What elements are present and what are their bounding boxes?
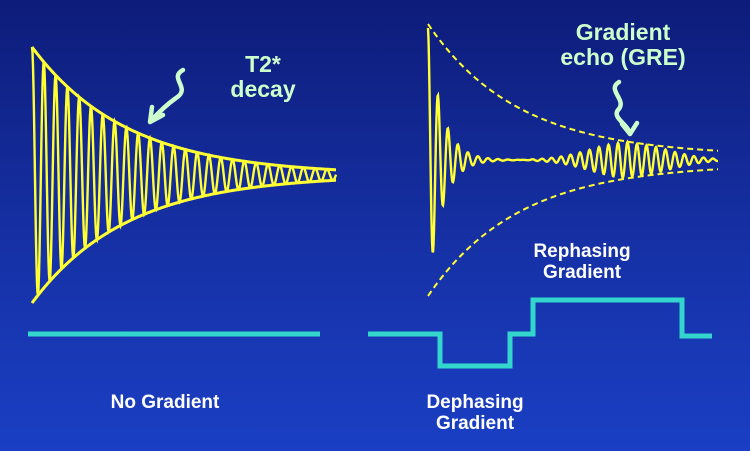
rephasing-label-line1: Rephasing	[533, 241, 631, 262]
t2-decay-label-line1: T2*	[245, 51, 281, 77]
dephasing-label-line2: Gradient	[435, 412, 515, 434]
gradient-echo-label-line1: Gradient	[575, 19, 671, 45]
gradient-echo-signal-wave	[426, 27, 718, 253]
dephasing-label-line1: Dephasing	[426, 392, 524, 413]
no-gradient-panel	[28, 46, 338, 337]
no-gradient-label: No Gradient	[90, 392, 240, 414]
gradient-echo-panel	[368, 23, 718, 369]
gradient-echo-arrow	[612, 79, 640, 137]
gradient-echo-label: Gradient echo (GRE)	[528, 20, 718, 70]
t2-star-envelope-lower	[30, 178, 336, 304]
no-gradient-label-text: No Gradient	[110, 392, 220, 413]
gradient-echo-label-line2: echo (GRE)	[560, 43, 686, 70]
rephasing-label-line2: Gradient	[542, 261, 622, 283]
gre-dashed-envelope-lower	[427, 168, 718, 297]
t2-star-envelope-upper	[30, 46, 336, 172]
gre-dashed-envelope-upper	[427, 23, 718, 152]
rephasing-gradient-label: Rephasing Gradient	[512, 241, 652, 283]
t2-decay-label: T2* decay	[218, 52, 308, 102]
t2-decay-label-line2: decay	[230, 75, 296, 102]
t2-decay-arrow	[147, 67, 186, 125]
dephasing-rephasing-gradient-waveform	[368, 297, 712, 369]
dephasing-gradient-label: Dephasing Gradient	[405, 392, 545, 434]
